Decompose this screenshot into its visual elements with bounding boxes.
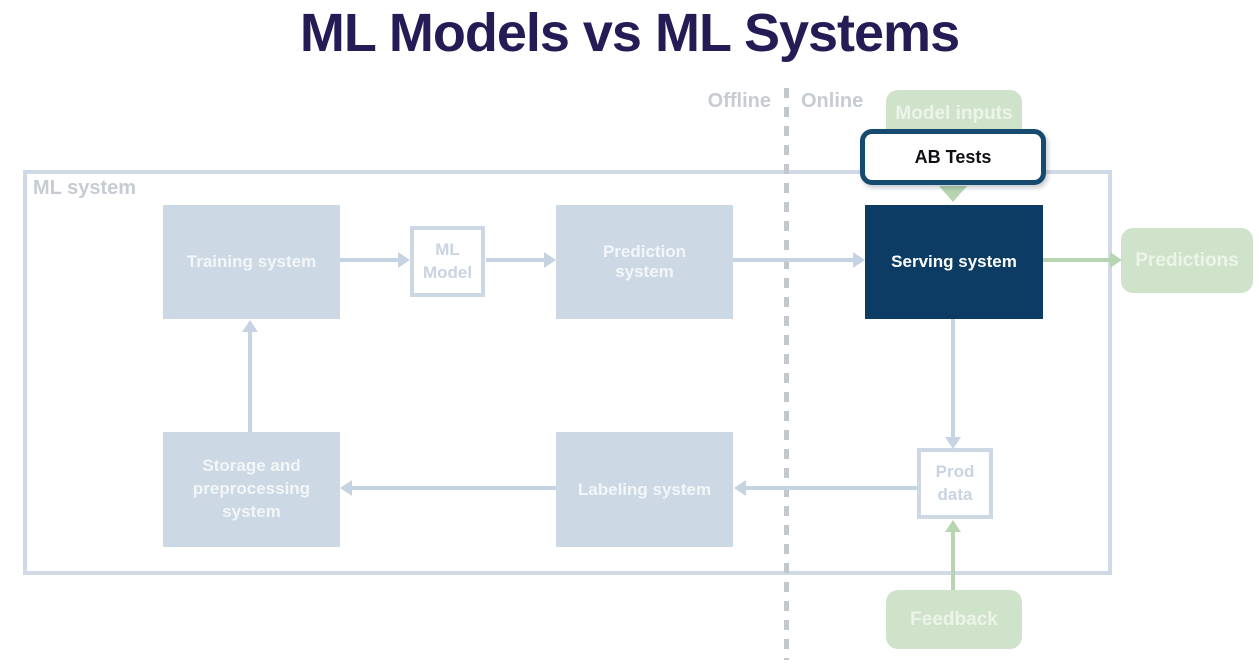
- node-prediction-system[interactable]: Prediction system: [556, 205, 733, 319]
- prod-data-label: Prod data: [935, 462, 975, 504]
- model-inputs-label: Model inputs: [895, 103, 1013, 124]
- labeling-system-label: Labeling system: [577, 479, 712, 499]
- training-system-label: Training system: [186, 252, 317, 271]
- node-labeling-system[interactable]: Labeling system: [556, 432, 733, 547]
- arrow-serving-to-predictions: [1043, 252, 1122, 268]
- node-feedback[interactable]: Feedback: [886, 590, 1022, 649]
- arrow-model-inputs-to-serving-head: [939, 186, 967, 202]
- ab-tests-label: AB Tests: [914, 146, 992, 167]
- arrow-prediction-to-serving: [733, 252, 865, 268]
- node-predictions[interactable]: Predictions: [1121, 228, 1253, 293]
- prediction-system-label: Prediction system: [602, 242, 687, 281]
- node-ab-tests[interactable]: AB Tests: [860, 129, 1046, 185]
- offline-online-divider: [784, 88, 789, 660]
- arrow-storage-to-training: [242, 320, 258, 432]
- arrow-labeling-to-storage: [340, 480, 556, 496]
- feedback-label: Feedback: [910, 608, 998, 630]
- node-storage-preprocessing-system[interactable]: Storage and preprocessing system: [163, 432, 340, 547]
- ml-system-label: ML system: [33, 177, 137, 199]
- online-region-label: Online: [801, 90, 864, 112]
- ml-model-label: ML Model: [422, 240, 473, 282]
- arrow-training-to-ml-model: [340, 252, 410, 268]
- arrow-prod-data-to-labeling: [734, 480, 917, 496]
- storage-preprocessing-system-label: Storage and preprocessing system: [192, 456, 311, 521]
- node-prod-data[interactable]: Prod data: [917, 448, 993, 519]
- offline-region-label: Offline: [707, 90, 771, 112]
- arrow-feedback-to-prod-data: [945, 520, 961, 590]
- page-title: ML Models vs ML Systems: [299, 3, 960, 63]
- serving-system-label: Serving system: [891, 252, 1017, 271]
- node-serving-system[interactable]: Serving system: [865, 205, 1043, 319]
- node-ml-model[interactable]: ML Model: [410, 226, 485, 297]
- node-training-system[interactable]: Training system: [163, 205, 340, 319]
- arrow-serving-to-prod-data: [945, 319, 961, 449]
- predictions-label: Predictions: [1135, 249, 1239, 271]
- arrow-ml-model-to-prediction: [486, 252, 556, 268]
- ml-system-boundary: [23, 170, 1112, 575]
